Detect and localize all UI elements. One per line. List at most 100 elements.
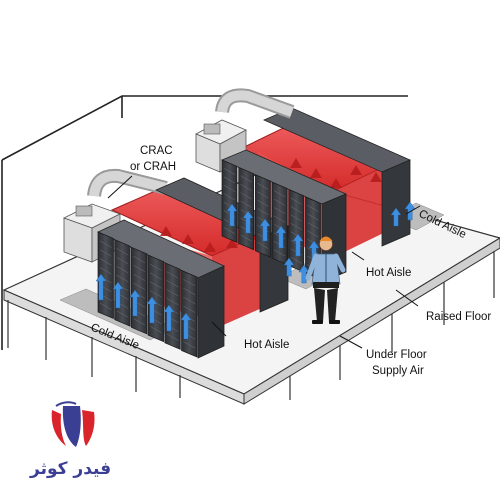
cold-air-arrow: [112, 281, 124, 309]
rack-slot-line: [183, 288, 196, 296]
rack-row-right-back: [262, 107, 412, 247]
rack-slot-line: [257, 183, 269, 190]
rack-slot-line: [133, 282, 146, 290]
rack-slot-line: [133, 318, 146, 326]
rack-slot-line: [223, 168, 236, 175]
rack-slot-line: [273, 190, 286, 198]
hot-aisle-label-left: Hot Aisle: [244, 339, 289, 351]
cold-air-arrow: [283, 257, 295, 277]
rack-slot-line: [116, 257, 129, 265]
rack-slot-line: [307, 222, 319, 229]
server-rack: [221, 159, 238, 243]
rack-slot-line: [133, 273, 146, 281]
rack-slot-line: [257, 191, 269, 199]
rack-slot-line: [116, 310, 129, 318]
rack-slot-line: [273, 198, 286, 206]
cold-air-arrow: [404, 201, 416, 221]
rack-slot-line: [149, 325, 162, 333]
rack-slot-line: [223, 193, 236, 201]
rack-slot-line: [116, 275, 129, 282]
shield-logo-icon: [51, 401, 95, 447]
rack-slot-line: [149, 281, 162, 289]
rack-slot-line: [273, 249, 286, 257]
rack-slot-line: [273, 207, 286, 215]
rack-slot-line: [149, 263, 162, 271]
rack-slot-line: [99, 267, 112, 275]
rack-slot-line: [240, 234, 252, 242]
server-rack: [238, 166, 255, 251]
server-rack: [147, 254, 164, 343]
rack-slot-line: [273, 215, 286, 223]
under-floor-label-line2: Supply Air: [372, 365, 424, 377]
rack-slot-line: [290, 256, 302, 264]
rack-slot-line: [166, 333, 179, 341]
rack-slot-line: [183, 305, 196, 313]
server-rack: [114, 239, 131, 327]
rack-slot-line: [307, 213, 319, 221]
rack-slot-line: [307, 205, 319, 212]
server-rack: [164, 262, 181, 350]
rack-slot-line: [116, 248, 129, 256]
rack-slot-line: [133, 256, 146, 264]
rack-slot-line: [307, 230, 319, 238]
server-rack: [271, 181, 288, 266]
rack-slot-line: [223, 176, 236, 184]
crac-label-line1: CRAC: [140, 145, 173, 157]
rack-slot-line: [99, 258, 112, 266]
rack-slot-line: [133, 264, 146, 272]
room-walls: [1, 95, 408, 350]
cold-air-arrow: [298, 264, 310, 284]
cold-air-arrow: [146, 296, 158, 324]
rack-slot-line: [257, 208, 269, 216]
rack-slot-line: [290, 206, 302, 214]
raised-floor-label: Raised Floor: [426, 311, 491, 323]
under-floor-label-line1: Under Floor: [366, 349, 427, 361]
rack-slot-line: [240, 200, 252, 208]
technician-figure: [305, 236, 346, 324]
rack-slot-line: [99, 302, 112, 310]
cold-air-arrow: [275, 225, 287, 249]
server-rack: [288, 189, 305, 273]
rack-slot-line: [290, 197, 302, 205]
rack-slot-line: [257, 199, 269, 207]
server-rack: [181, 269, 198, 358]
rack-slot-line: [99, 240, 112, 248]
cold-air-arrows: [95, 201, 416, 340]
cold-air-arrow: [292, 233, 304, 257]
rack-slot-line: [223, 227, 236, 235]
label-pointers: [107, 175, 421, 349]
cold-air-arrow: [242, 210, 254, 234]
server-rack: [131, 246, 148, 335]
rack-slot-line: [99, 249, 112, 257]
brand-logo-text: فيدر كوثر: [29, 459, 111, 479]
rack-slot-line: [240, 175, 252, 183]
cold-air-arrow: [180, 312, 192, 340]
cold-air-arrow: [129, 289, 141, 317]
cold-air-arrow: [390, 207, 402, 227]
rack-slot-line: [166, 271, 179, 279]
cold-air-arrow: [95, 273, 107, 301]
rack-slot-line: [290, 223, 302, 230]
cold-air-arrow: [259, 218, 271, 242]
crac-label-line2: or CRAH: [130, 161, 176, 173]
floor-supports: [7, 251, 495, 400]
rack-slot-line: [166, 289, 179, 297]
rack-slot-line: [116, 266, 129, 274]
rack-slot-line: [240, 192, 252, 200]
hot-aisle-label-right: Hot Aisle: [366, 267, 411, 279]
rack-slot-line: [223, 185, 236, 192]
rack-slot-line: [183, 296, 196, 304]
rack-slot-line: [183, 279, 196, 287]
rack-slot-line: [257, 242, 269, 249]
cold-air-arrow: [163, 304, 175, 332]
rack-slot-line: [166, 298, 179, 306]
server-rack: [255, 174, 271, 258]
rack-slot-line: [290, 214, 302, 222]
rack-slot-line: [166, 280, 179, 288]
cold-air-arrow: [226, 203, 238, 227]
rack-slot-line: [240, 184, 252, 191]
rack-slot-line: [183, 341, 196, 349]
rack-slot-line: [149, 272, 162, 280]
